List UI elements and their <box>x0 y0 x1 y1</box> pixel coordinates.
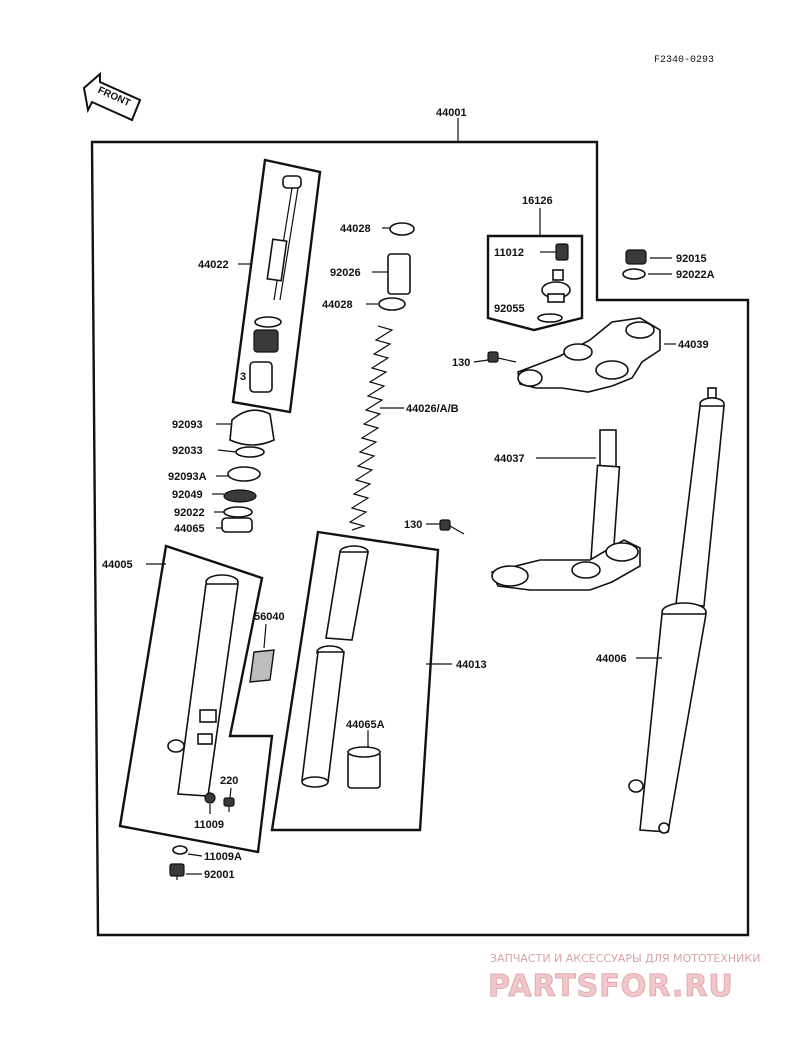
part-130-lower <box>439 519 465 535</box>
label-11012: 11012 <box>494 247 524 259</box>
diagram-code: F2340-0293 <box>654 55 714 66</box>
label-44001: 44001 <box>436 107 467 119</box>
part-220 <box>223 797 235 812</box>
part-130-upper <box>487 351 517 363</box>
part-44039-upper-bracket <box>517 317 661 393</box>
label-44006: 44006 <box>596 653 627 665</box>
label-16126: 16126 <box>522 195 553 207</box>
label-44065: 44065 <box>174 523 205 535</box>
label-92093: 92093 <box>172 419 203 431</box>
box-44013 <box>270 530 440 832</box>
part-92015 <box>625 249 647 265</box>
part-air-valve <box>541 269 571 303</box>
part-11009A <box>172 845 188 855</box>
label-92033: 92033 <box>172 445 203 457</box>
label-92026: 92026 <box>330 267 361 279</box>
label-44026: 44026/A/B <box>406 403 459 415</box>
part-92001 <box>169 863 185 880</box>
label-11009: 11009 <box>194 819 224 831</box>
watermark-tagline: ЗАПЧАСТИ И АКСЕССУАРЫ ДЛЯ МОТОТЕХНИКИ <box>490 952 760 965</box>
label-44065A: 44065A <box>346 719 385 731</box>
label-130-lower: 130 <box>404 519 422 531</box>
label-44005: 44005 <box>102 559 133 571</box>
label-44013: 44013 <box>456 659 487 671</box>
part-11009 <box>204 792 216 804</box>
label-44028-top: 44028 <box>340 223 371 235</box>
label-11009A: 11009A <box>204 851 242 863</box>
label-92022A: 92022A <box>676 269 715 281</box>
label-92093A: 92093A <box>168 471 207 483</box>
part-56040 <box>249 649 275 683</box>
watermark-brand: PARTSFOR.RU <box>488 969 734 1004</box>
box-44022 <box>231 158 322 414</box>
label-92055: 92055 <box>494 303 525 315</box>
assembly-frame <box>90 140 750 937</box>
part-44006-fork-leg <box>628 387 725 834</box>
damper-rod: 3 <box>240 175 302 393</box>
part-92055 <box>537 313 563 323</box>
part-92026 <box>387 253 411 295</box>
box-16126 <box>486 234 584 332</box>
part-44028-bottom <box>378 297 406 311</box>
fork-spring <box>348 325 394 531</box>
label-92022: 92022 <box>174 507 205 519</box>
part-44028-top <box>389 222 415 236</box>
label-56040: 56040 <box>254 611 285 623</box>
label-part-3: 3 <box>240 371 246 383</box>
label-92001: 92001 <box>204 869 235 881</box>
label-44037: 44037 <box>494 453 525 465</box>
label-44039: 44039 <box>678 339 709 351</box>
part-92022A <box>622 268 646 280</box>
front-arrow-icon: FRONT <box>82 71 142 122</box>
part-11012 <box>555 243 569 261</box>
part-44065A <box>347 746 381 789</box>
label-130-upper: 130 <box>452 357 470 369</box>
label-44022: 44022 <box>198 259 229 271</box>
box-44005 <box>118 544 274 854</box>
part-44013-inner-tube <box>301 545 369 788</box>
part-44005-outer-tube <box>167 574 239 797</box>
label-220: 220 <box>220 775 238 787</box>
label-44028-bottom: 44028 <box>322 299 353 311</box>
oil-seal-stack <box>221 409 275 533</box>
label-92049: 92049 <box>172 489 203 501</box>
label-92015: 92015 <box>676 253 707 265</box>
part-44037-steering-stem <box>490 429 641 591</box>
